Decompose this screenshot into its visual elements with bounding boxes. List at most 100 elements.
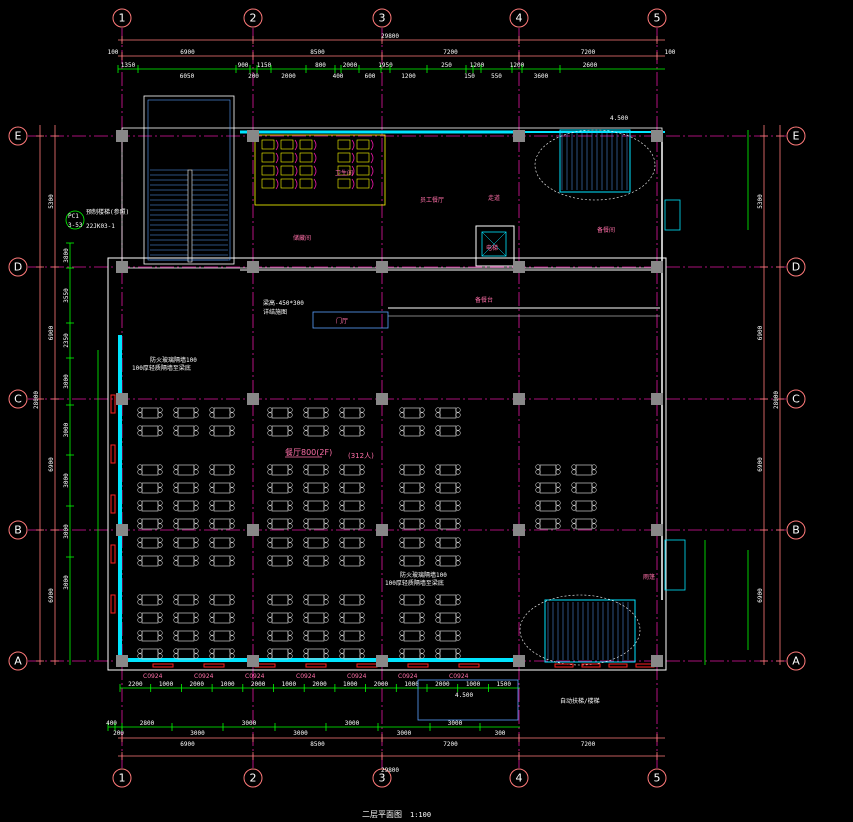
chair: [323, 599, 329, 605]
window: [110, 494, 116, 514]
chair: [287, 500, 293, 506]
chair: [419, 653, 425, 659]
beam-note: 梁高-450*300: [263, 299, 304, 307]
dim-label: 3550: [63, 288, 70, 303]
dim-label: 7200: [581, 741, 596, 748]
chair: [339, 425, 345, 431]
chair: [287, 555, 293, 561]
window-tag: C0924: [398, 673, 418, 680]
chair: [455, 653, 461, 659]
grid-label-col: 5: [654, 12, 661, 25]
storage-label: 储藏间: [293, 234, 311, 242]
dining-table: [177, 537, 195, 549]
dining-table: [403, 630, 421, 642]
chair: [399, 542, 405, 548]
chair: [399, 518, 405, 524]
chair: [157, 648, 163, 654]
chair: [303, 542, 309, 548]
chair: [399, 555, 405, 561]
chair: [571, 505, 577, 511]
dining-table: [307, 555, 325, 567]
chair: [571, 518, 577, 524]
chair: [137, 648, 143, 654]
dining-table: [403, 555, 421, 567]
dining-table: [177, 500, 195, 512]
stall-door: [370, 178, 374, 190]
stall-door: [294, 139, 298, 151]
dining-table: [307, 648, 325, 660]
building-outline: [107, 257, 667, 671]
chair: [419, 635, 425, 641]
chair: [267, 487, 273, 493]
chair: [323, 630, 329, 636]
chair: [303, 412, 309, 418]
stair-south-east: [544, 599, 636, 663]
dining-table: [575, 500, 593, 512]
chair: [157, 407, 163, 413]
chair: [137, 430, 143, 436]
structural-column: [651, 261, 663, 273]
dim-label: 100: [665, 49, 676, 56]
chair: [157, 555, 163, 561]
chair: [455, 630, 461, 636]
stair-north-west: [143, 95, 235, 265]
chair: [455, 464, 461, 470]
corridor-label: 走道: [488, 194, 500, 202]
dim-label: 1500: [497, 681, 512, 688]
chair: [339, 518, 345, 524]
dining-table: [213, 594, 231, 606]
chair: [173, 464, 179, 470]
chair: [303, 612, 309, 618]
chair: [359, 630, 365, 636]
chair: [359, 599, 365, 605]
chair: [455, 407, 461, 413]
chair: [193, 537, 199, 543]
grid-bubble: [372, 8, 392, 28]
dining-table: [343, 630, 361, 642]
dim-label: 150: [464, 73, 475, 80]
dining-table: [439, 612, 457, 624]
chair: [399, 407, 405, 413]
dining-table: [177, 555, 195, 567]
dining-table: [141, 594, 159, 606]
chair: [359, 505, 365, 511]
dining-table: [439, 407, 457, 419]
chair: [359, 560, 365, 566]
chair: [173, 630, 179, 636]
chair: [435, 635, 441, 641]
dining-table: [343, 407, 361, 419]
chair: [419, 594, 425, 600]
chair: [209, 487, 215, 493]
window: [608, 663, 628, 668]
staff-label: 员工餐厅: [420, 196, 444, 204]
chair: [267, 500, 273, 506]
dim-label: 3000: [190, 730, 205, 737]
chair: [455, 469, 461, 475]
chair: [303, 430, 309, 436]
dining-table: [177, 630, 195, 642]
chair: [399, 464, 405, 470]
chair: [173, 648, 179, 654]
chair: [399, 505, 405, 511]
grid-label-col: 5: [654, 772, 661, 785]
chair: [359, 500, 365, 506]
chair: [419, 617, 425, 623]
dining-table: [177, 482, 195, 494]
dining-table: [439, 648, 457, 660]
chair: [157, 505, 163, 511]
grid-label-col: 4: [516, 12, 523, 25]
dining-table: [575, 464, 593, 476]
chair: [209, 635, 215, 641]
grid-bubble: [786, 520, 806, 540]
dining-table: [141, 537, 159, 549]
chair: [303, 594, 309, 600]
chair: [267, 412, 273, 418]
chair: [209, 425, 215, 431]
chair: [173, 653, 179, 659]
dim-label: 1350: [121, 62, 136, 69]
dining-table: [271, 555, 289, 567]
chair: [571, 523, 577, 529]
chair: [339, 612, 345, 618]
chair: [229, 407, 235, 413]
